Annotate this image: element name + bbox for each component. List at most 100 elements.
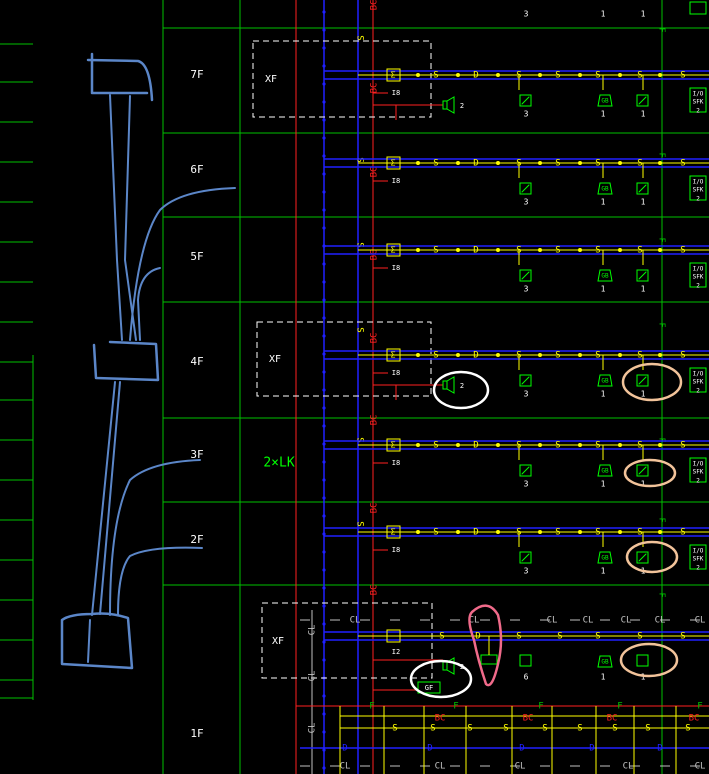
- junction-node: [658, 73, 662, 77]
- s-label: S: [430, 724, 435, 734]
- heat-detector: [636, 551, 649, 564]
- riser-f-label: F: [658, 323, 667, 328]
- heat-detector: [636, 464, 649, 477]
- riser-s-label: S: [355, 437, 365, 442]
- s-label: S: [595, 632, 600, 642]
- sketch-line: [137, 267, 161, 341]
- device-count: 1: [641, 390, 646, 399]
- riser-f-label: F: [658, 153, 667, 158]
- bus-node: [322, 190, 326, 194]
- sketch-cap: [86, 58, 154, 102]
- riser-bc-label: BC: [370, 415, 380, 426]
- d-label: D: [473, 71, 478, 81]
- floor-label: 4F: [190, 355, 203, 368]
- manual-call-point: [597, 655, 613, 668]
- junction-node: [496, 248, 500, 252]
- device-count: 1: [641, 673, 646, 682]
- bus-node: [322, 226, 326, 230]
- cl-label: CL: [308, 723, 318, 734]
- call-point-label: GB: [601, 186, 609, 193]
- floor-rows: 7FXFΣI8SDSSSSSGB311I/OSFK226FΣI8SDSSSSSG…: [190, 40, 709, 576]
- io-label: SFK: [693, 187, 704, 194]
- device-count: 3: [524, 567, 529, 576]
- io-label: SFK: [693, 274, 704, 281]
- speaker-icon: [442, 100, 448, 110]
- junction-node: [456, 353, 460, 357]
- junction-node: [416, 161, 420, 165]
- bus-node: [322, 100, 326, 104]
- cl-label: CL: [469, 616, 480, 626]
- xf-label: XF: [272, 636, 284, 647]
- junction-node: [456, 530, 460, 534]
- bus-node: [322, 208, 326, 212]
- riser-bc-label: BC: [370, 333, 380, 344]
- s-label: S: [637, 351, 642, 361]
- detector-mark: [521, 184, 530, 193]
- detector-mark: [521, 271, 530, 280]
- riser-bc-label: BC: [370, 503, 380, 514]
- s-label: S: [680, 246, 685, 256]
- cl-label: CL: [515, 762, 526, 772]
- s-label: S: [516, 632, 521, 642]
- d-label: D: [589, 744, 594, 754]
- device-count: 1: [641, 198, 646, 207]
- bus-node: [322, 10, 326, 14]
- io-label: SFK: [693, 469, 704, 476]
- io-label: I/O: [693, 179, 704, 186]
- heat-detector: [636, 654, 649, 667]
- io-count: 2: [696, 196, 700, 203]
- floor-label: 6F: [190, 163, 203, 176]
- sketch-line: [87, 619, 91, 663]
- bus-node: [322, 766, 326, 770]
- sketch-line: [109, 94, 123, 341]
- manual-call-point: [597, 94, 613, 107]
- sketch-line: [91, 381, 116, 616]
- cl-label: CL: [340, 762, 351, 772]
- io-label: SFK: [693, 379, 704, 386]
- floor-label: 7F: [190, 68, 203, 81]
- gf-label: GF: [425, 684, 433, 692]
- riser-bc-label: BC: [370, 83, 380, 94]
- io-count: 2: [696, 565, 700, 572]
- s-label: S: [433, 71, 438, 81]
- bus-node: [322, 442, 326, 446]
- s-label: S: [555, 441, 560, 451]
- bus-node: [322, 496, 326, 500]
- highlight-circle: [409, 659, 473, 699]
- floor-label: 5F: [190, 250, 203, 263]
- s-label: S: [612, 724, 617, 734]
- bus-node: [322, 460, 326, 464]
- junction-node: [538, 73, 542, 77]
- bus-node: [322, 568, 326, 572]
- io-count: 2: [696, 108, 700, 115]
- floor-label: 1F: [190, 727, 203, 740]
- junction-node: [496, 161, 500, 165]
- io-module: [689, 262, 707, 288]
- riser-s-label: S: [355, 242, 365, 247]
- junction-node: [578, 353, 582, 357]
- junction-node: [658, 443, 662, 447]
- device-count: 3: [524, 10, 529, 19]
- f-label: F: [453, 702, 458, 712]
- bus-node: [322, 28, 326, 32]
- bus-node: [322, 604, 326, 608]
- s-label: S: [645, 724, 650, 734]
- speaker-cone: [446, 96, 455, 114]
- module-symbol: Σ: [391, 246, 396, 255]
- junction-node: [416, 353, 420, 357]
- detector-mark: [521, 553, 530, 562]
- detector-mark: [638, 466, 647, 475]
- riser-f-label: F: [658, 518, 667, 523]
- riser-s-label: S: [355, 327, 365, 332]
- s-label: S: [433, 441, 438, 451]
- bus-node: [322, 64, 326, 68]
- io-module: [689, 87, 707, 113]
- f-label: F: [538, 702, 543, 712]
- detector-mark: [521, 376, 530, 385]
- bc-label: BC: [435, 714, 446, 724]
- detector-mark: [638, 184, 647, 193]
- i8-label: I8: [392, 546, 400, 554]
- device-count: 1: [601, 285, 606, 294]
- call-point-label: GB: [601, 273, 609, 280]
